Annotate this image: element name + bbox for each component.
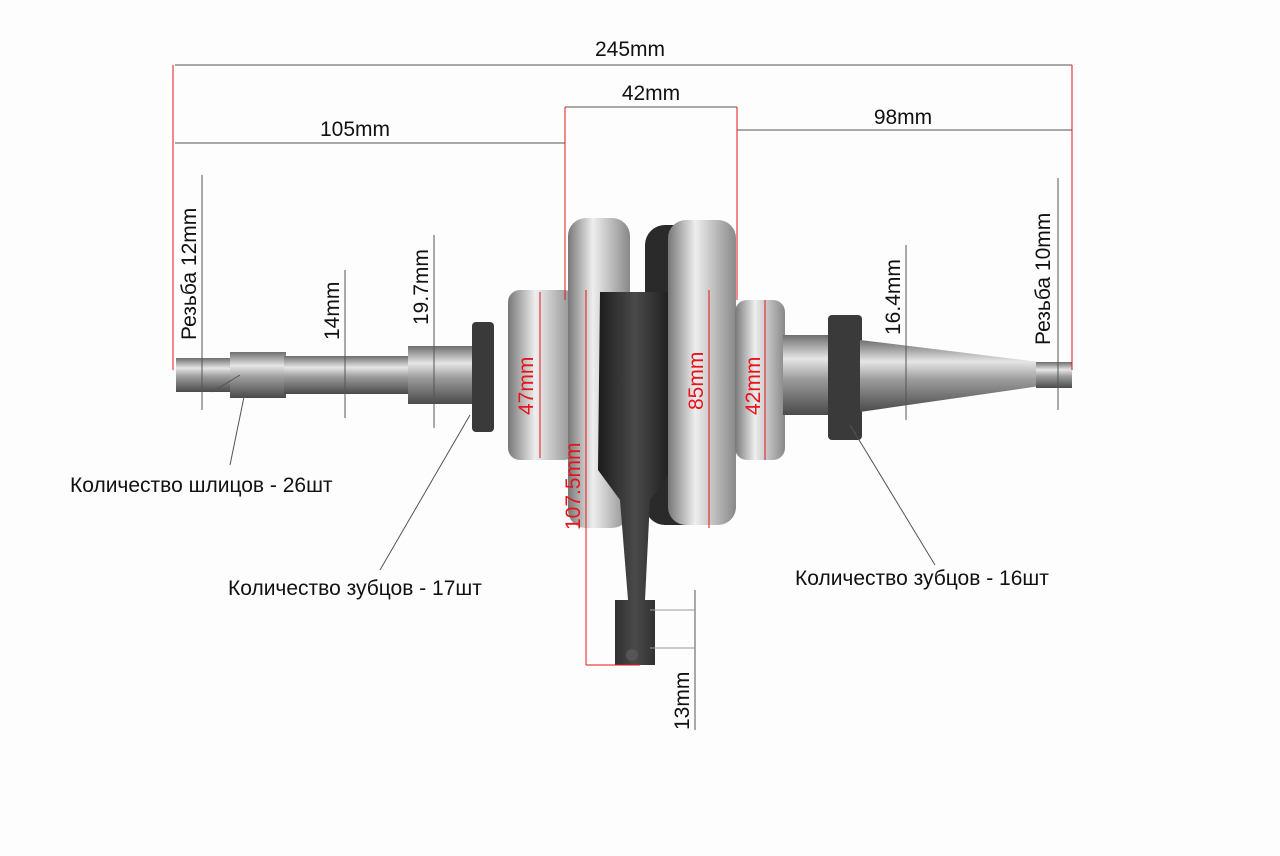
- callout-right-sprocket: Количество зубцов - 16шт: [795, 567, 1049, 590]
- right-sprocket: [828, 315, 862, 440]
- dim-web-diameter: 85mm: [685, 352, 708, 410]
- dim-small-end: 13mm: [671, 672, 694, 730]
- dim-rod-length: 107.5mm: [562, 442, 585, 530]
- dim-right-length: 98mm: [874, 106, 932, 129]
- crankshaft: [176, 218, 1072, 665]
- right-taper: [860, 340, 1040, 412]
- left-shaft: [284, 356, 412, 394]
- dim-right-bearing: 42mm: [742, 357, 765, 415]
- right-shaft: [783, 335, 833, 415]
- connecting-rod: [598, 292, 672, 665]
- callout-splines: Количество шлицов - 26шт: [70, 474, 333, 497]
- dim-right-thread: Резьба 10mm: [1032, 213, 1055, 345]
- dim-center-width: 42mm: [622, 82, 680, 105]
- dim-total-length: 245mm: [595, 38, 665, 61]
- dim-left-step: 19.7mm: [410, 249, 433, 325]
- callout-left-sprocket: Количество зубцов - 17шт: [228, 577, 482, 600]
- small-end-hole: [626, 649, 638, 661]
- dimension-lines: [172, 64, 1073, 730]
- left-step: [408, 346, 474, 404]
- left-sprocket: [472, 322, 494, 432]
- right-bearing: [735, 300, 785, 460]
- right-web: [668, 220, 736, 525]
- dim-right-shaft: 16.4mm: [882, 259, 905, 335]
- dim-left-shaft: 14mm: [321, 282, 344, 340]
- dim-left-thread: Резьба 12mm: [178, 208, 201, 340]
- left-thread: [176, 358, 232, 392]
- right-thread: [1036, 362, 1072, 388]
- left-splines: [230, 352, 286, 398]
- dim-left-bearing: 47mm: [515, 357, 538, 415]
- dim-left-length: 105mm: [320, 118, 390, 141]
- left-bearing: [508, 290, 576, 460]
